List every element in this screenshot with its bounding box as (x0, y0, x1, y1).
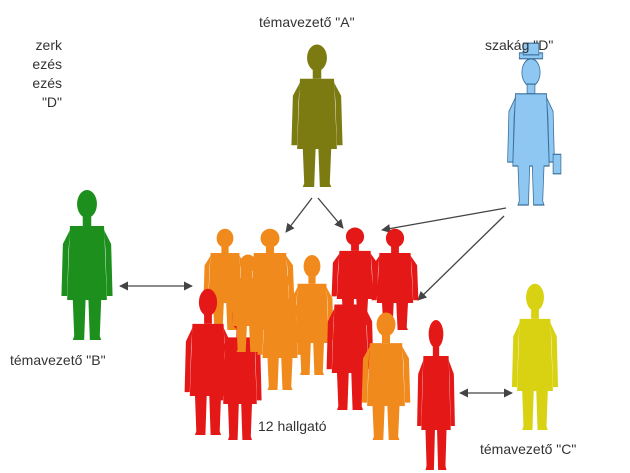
arrow-a-to-left-group (285, 197, 313, 233)
student-figure (417, 320, 455, 470)
cropped-line-1: zerk (35, 37, 62, 53)
label-advisor-a: témavezető "A" (259, 14, 355, 30)
student-figure (371, 228, 419, 330)
cropped-left-text: zerk ezés ezés "D" (0, 36, 62, 112)
cropped-line-2: ezés (32, 56, 62, 72)
cropped-line-3: ezés (32, 75, 62, 91)
arrow-group (119, 197, 513, 398)
arrow-a-to-right-group (317, 197, 344, 229)
advisor-a-figure (291, 44, 343, 187)
arrow-d-to-group-top (381, 207, 507, 234)
label-advisor-c: témavezető "C" (480, 441, 577, 457)
label-students: 12 hallgató (258, 418, 327, 434)
advisor-b-figure (61, 190, 113, 340)
specialty-d-figure (506, 42, 562, 206)
student-figure (184, 288, 232, 435)
arrow-d-to-group-mid (417, 215, 505, 301)
label-specialty-d: szakág "D" (485, 37, 554, 53)
cropped-line-4: "D" (41, 94, 62, 110)
advisor-c-figure (511, 283, 559, 430)
label-advisor-b: témavezető "B" (10, 352, 106, 368)
